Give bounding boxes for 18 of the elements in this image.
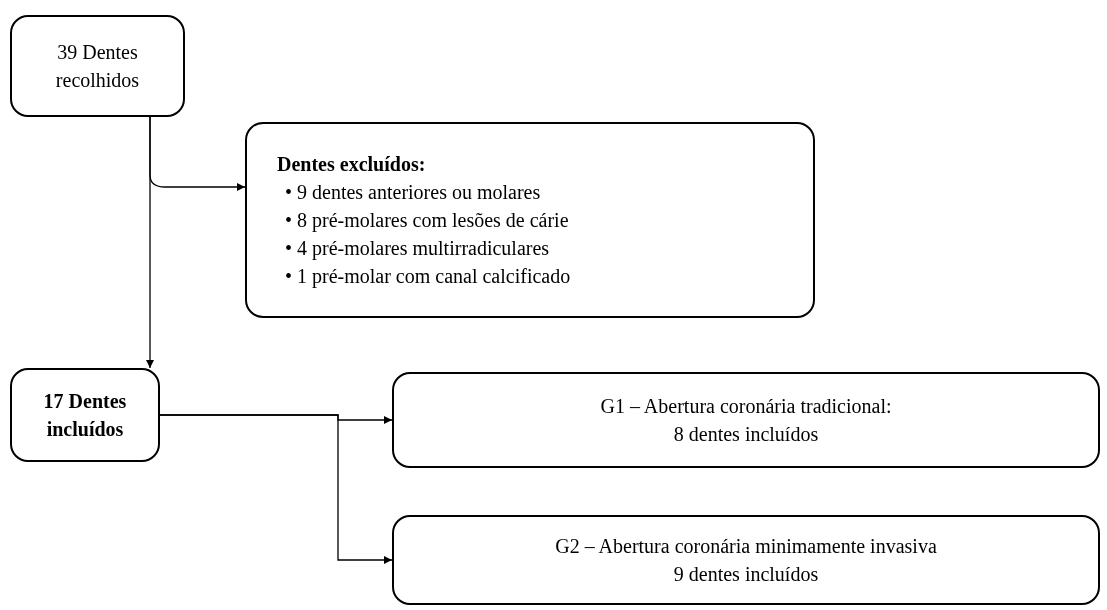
box-text: 9 dentes incluídos: [673, 562, 819, 587]
list-item: • 8 pré-molares com lesões de cárie: [285, 208, 570, 234]
list-item: • 1 pré-molar com canal calcificado: [285, 264, 571, 290]
box-text: 17 Dentes incluídos: [42, 389, 128, 442]
list-item: • 4 pré-molares multirradiculares: [285, 236, 551, 262]
list-heading: Dentes excluídos:: [277, 152, 426, 177]
process-box: [245, 122, 815, 318]
arrow: [159, 414, 393, 564]
box-text: 8 dentes incluídos: [673, 422, 819, 447]
list-item: • 9 dentes anteriores ou molares: [285, 180, 542, 205]
box-text: G2 – Abertura coronária minimamente invasiva: [555, 534, 937, 559]
box-text: 39 Dentes recolhidos: [54, 40, 141, 93]
arrow: [149, 116, 246, 191]
box-text: G1 – Abertura coronária tradicional:: [600, 394, 892, 419]
process-box: [10, 15, 185, 117]
process-box: [10, 368, 160, 462]
process-box: [392, 372, 1100, 468]
process-box: [392, 515, 1100, 605]
